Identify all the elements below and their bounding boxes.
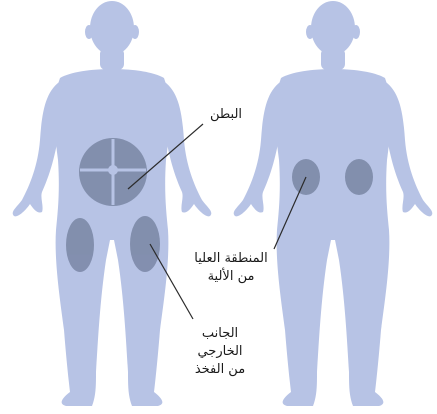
labels: البطن المنطقة العليا من الألية الجانب ال… [194, 107, 267, 377]
thigh-label-line3: من الفخذ [195, 362, 245, 377]
right-thigh-zone [130, 216, 160, 272]
buttocks-label-line2: من الألية [208, 267, 255, 284]
thigh-label-line2: الخارجي [197, 344, 242, 359]
abdomen-label: البطن [210, 107, 242, 122]
thigh-label-line1: الجانب [202, 326, 238, 341]
back-body-figure [234, 1, 433, 406]
left-thigh-zone [66, 218, 94, 272]
buttocks-label-line1: المنطقة العليا [194, 251, 267, 266]
right-buttock-zone [345, 159, 373, 195]
